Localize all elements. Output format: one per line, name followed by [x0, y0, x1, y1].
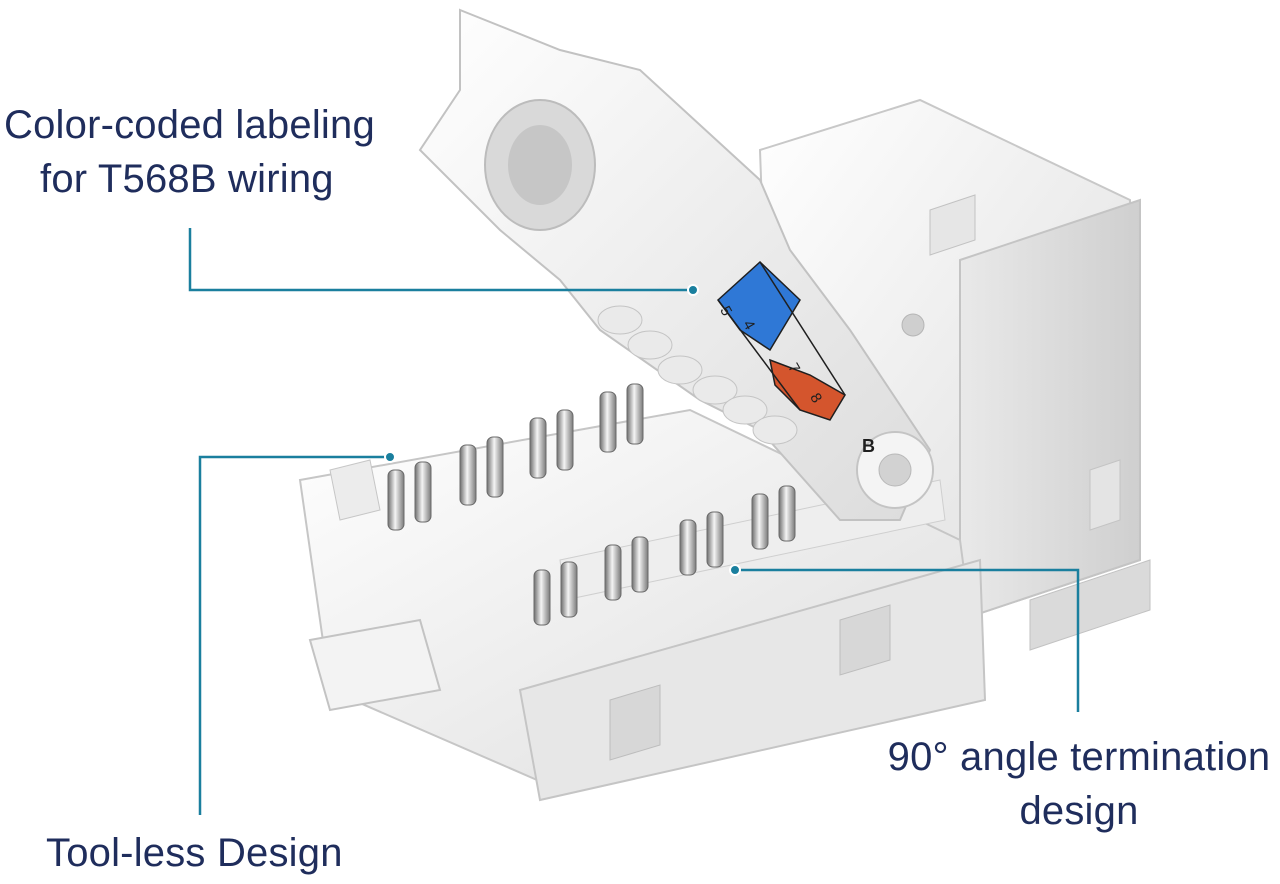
t568b-color-label: 5 4 7 8 B: [716, 260, 875, 456]
callout-leaders: [188, 228, 1080, 815]
callout-color-coded-line1: Color-coded labeling: [4, 103, 375, 147]
callout-color-coded-line2: for T568B wiring: [40, 157, 334, 201]
callout-toolless-design: Tool-less Design: [46, 826, 343, 880]
callout-angle-line2: design: [1019, 789, 1139, 833]
callout-angle-line1: 90° angle termination: [887, 735, 1271, 779]
rear-contacts: [387, 383, 644, 531]
callout-toolless-text: Tool-less Design: [46, 831, 343, 875]
leader-angle: [735, 568, 1080, 712]
callout-angle-termination: 90° angle termination design: [880, 730, 1278, 838]
leader-color-coded: [188, 228, 690, 292]
standard-letter-b: B: [862, 436, 875, 456]
callout-dots: [384, 284, 741, 576]
callout-color-coded-labeling: Color-coded labeling for T568B wiring: [4, 98, 375, 206]
cap-ridges: [597, 305, 798, 445]
leader-toolless: [198, 455, 390, 815]
front-contacts: [533, 485, 796, 626]
